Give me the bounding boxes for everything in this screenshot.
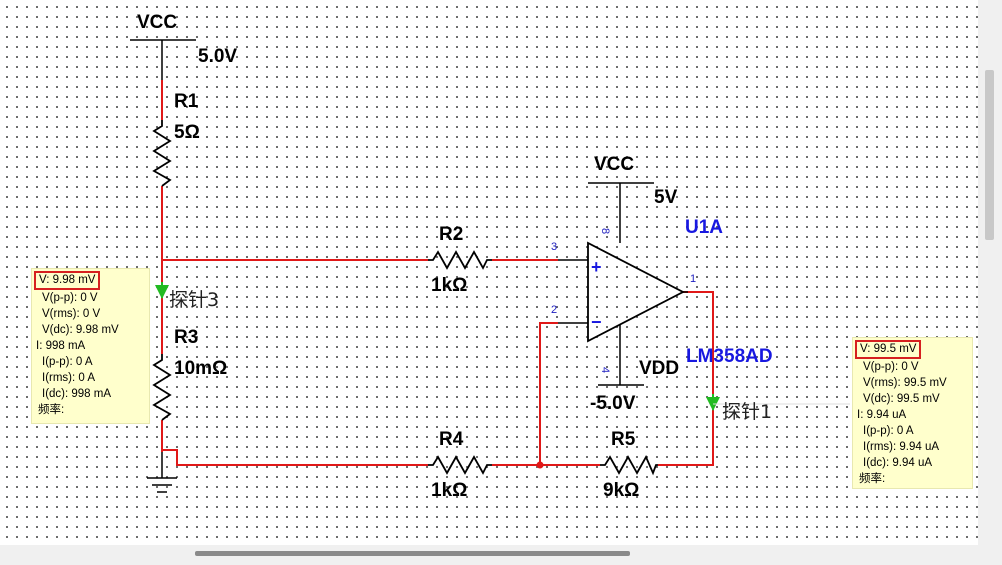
probe1-vpp: V(p-p): 0 V xyxy=(863,361,919,373)
vcc-opamp-value: 5V xyxy=(654,187,678,208)
vdd-value: -5.0V xyxy=(590,393,636,414)
r5-value: 9kΩ xyxy=(603,480,639,501)
ground-icon xyxy=(147,477,177,493)
probe1-vdc: V(dc): 99.5 mV xyxy=(863,393,940,405)
probe1-ipp: I(p-p): 0 A xyxy=(863,425,914,437)
probe3-voltage: V: 9.98 mV xyxy=(34,271,101,290)
r2-value: 1kΩ xyxy=(431,275,467,296)
vcc-opamp-label: VCC xyxy=(594,154,634,175)
r5-name: R5 xyxy=(611,429,636,450)
probe3-irms: I(rms): 0 A xyxy=(42,372,96,384)
horizontal-scroll-thumb[interactable] xyxy=(195,551,630,556)
opamp-minus-sign: − xyxy=(591,312,602,332)
r3-name: R3 xyxy=(174,327,198,348)
probe1-name: 探针1 xyxy=(722,401,772,423)
probe3-idc: I(dc): 998 mA xyxy=(42,388,112,400)
schematic-canvas[interactable]: + − 3 2 1 8 4 VCC 5.0V R1 5Ω R2 1kΩ R3 1… xyxy=(0,0,978,545)
probe1-readout[interactable]: V: 99.5 mV V(p-p): 0 V V(rms): 99.5 mV V… xyxy=(852,337,973,489)
vertical-scroll-thumb[interactable] xyxy=(985,70,994,240)
opamp-body[interactable] xyxy=(587,241,685,343)
probe3-ipp: I(p-p): 0 A xyxy=(42,356,93,368)
r3-body[interactable] xyxy=(152,354,172,421)
r5-body[interactable] xyxy=(600,454,658,476)
probe1-idc: I(dc): 9.94 uA xyxy=(863,457,933,469)
pin-8-label: 8 xyxy=(599,228,611,234)
probe3-vpp: V(p-p): 0 V xyxy=(42,292,98,304)
probe1-voltage: V: 99.5 mV xyxy=(855,340,922,359)
r1-value: 5Ω xyxy=(174,122,200,143)
pin-4-label: 4 xyxy=(599,367,611,373)
r1-body[interactable] xyxy=(152,120,172,187)
pin-3-label: 3 xyxy=(551,241,557,253)
pin-1-label: 1 xyxy=(690,273,696,285)
r4-name: R4 xyxy=(439,429,464,450)
r4-body[interactable] xyxy=(428,455,492,475)
component-leads xyxy=(130,39,688,478)
probe3-vrms: V(rms): 0 V xyxy=(42,308,101,320)
r2-name: R2 xyxy=(439,224,463,245)
r1-name: R1 xyxy=(174,91,199,112)
probe1-current: I: 9.94 uA xyxy=(857,409,907,421)
probe1-freq: 频率: xyxy=(859,473,886,485)
probe3-name: 探针3 xyxy=(169,289,219,311)
probe3-freq: 频率: xyxy=(38,404,65,416)
scrollbar-corner xyxy=(978,545,1002,565)
opamp-plus-sign: + xyxy=(591,257,602,277)
r3-value: 10mΩ xyxy=(174,358,227,379)
r2-body[interactable] xyxy=(428,250,492,270)
probe3-current: I: 998 mA xyxy=(36,340,86,352)
probe3-readout[interactable]: V: 9.98 mV V(p-p): 0 V V(rms): 0 V V(dc)… xyxy=(31,268,150,424)
junction-dot xyxy=(536,461,544,469)
probe1-irms: I(rms): 9.94 uA xyxy=(863,441,940,453)
vdd-label: VDD xyxy=(639,358,679,379)
probe1-vrms: V(rms): 99.5 mV xyxy=(863,377,947,389)
wires xyxy=(161,80,714,466)
vcc-top-label: VCC xyxy=(137,12,177,33)
vcc-top-value: 5.0V xyxy=(198,46,237,67)
opamp-ref-label: U1A xyxy=(685,217,723,238)
pin-2-label: 2 xyxy=(551,304,557,316)
probe1-arrow-icon[interactable] xyxy=(706,394,720,411)
probe3-vdc: V(dc): 9.98 mV xyxy=(42,324,119,336)
r4-value: 1kΩ xyxy=(431,480,467,501)
probe3-arrow-icon[interactable] xyxy=(155,282,169,299)
opamp-part-label: LM358AD xyxy=(686,346,773,367)
